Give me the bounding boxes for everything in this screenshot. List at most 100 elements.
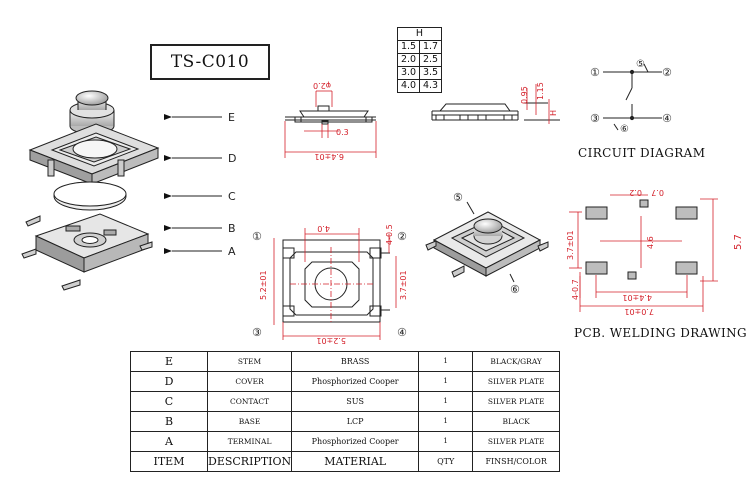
bom-qty: 1 xyxy=(418,391,474,412)
circuit-pin-1: ① xyxy=(590,66,600,79)
label-part-b: B xyxy=(228,222,236,235)
bom-material: BRASS xyxy=(291,351,420,372)
bom-item: B xyxy=(130,411,208,432)
bom-row: E STEM BRASS 1 BLACK/GRAY xyxy=(130,351,561,372)
label-part-a: A xyxy=(228,245,236,258)
bom-description: COVER xyxy=(206,371,293,392)
cell: 4.3 xyxy=(419,79,442,93)
circuit-diagram xyxy=(603,63,662,131)
dim-end-b: 1.15 xyxy=(536,82,545,100)
dim-top-pad: 4-0.5 xyxy=(385,224,394,245)
circuit-pin-2: ② xyxy=(662,66,672,79)
bom-finish: SILVER PLATE xyxy=(472,371,561,392)
iso-pin-6: ⑥ xyxy=(510,283,520,296)
circuit-pin-6: ⑥ xyxy=(620,124,629,135)
bom-qty: 1 xyxy=(418,411,474,432)
exploded-view xyxy=(21,90,222,291)
pcb-welding-drawing xyxy=(585,199,698,280)
circuit-pin-4: ④ xyxy=(662,112,672,125)
bom-qty: 1 xyxy=(418,431,474,452)
bom-material: Phosphorized Cooper xyxy=(291,371,420,392)
bom-finish: SILVER PLATE xyxy=(472,391,561,412)
bom-header-item: ITEM xyxy=(130,451,208,472)
dim-end-a: 0.95 xyxy=(520,86,529,104)
label-part-d: D xyxy=(228,152,236,165)
bom-header-qty: QTY xyxy=(418,451,474,472)
bom-description: CONTACT xyxy=(206,391,293,412)
circuit-pin-5: ⑤ xyxy=(636,59,645,70)
end-view xyxy=(431,102,560,121)
dim-end-h: H xyxy=(549,110,558,116)
circuit-diagram-caption: CIRCUIT DIAGRAM xyxy=(578,146,706,160)
dim-top-left: 5.2±01 xyxy=(259,270,268,300)
bom-qty: 1 xyxy=(418,351,474,372)
label-part-e: E xyxy=(228,111,235,124)
bom-item: A xyxy=(130,431,208,452)
dim-side-pin: 0.3 xyxy=(336,128,349,137)
cell: 2.5 xyxy=(419,53,442,67)
part-a-terminal xyxy=(21,215,153,291)
top-view-pin-4: ④ xyxy=(397,326,407,339)
bom-row: B BASE LCP 1 BLACK xyxy=(130,411,561,432)
bom-row: D COVER Phosphorized Cooper 1 SILVER PLA… xyxy=(130,371,561,392)
bom-header-material: MATERIAL xyxy=(291,451,420,472)
dim-top-width: 4.0 xyxy=(317,224,330,233)
part-c-contact xyxy=(53,181,127,211)
bom-item: D xyxy=(130,371,208,392)
bom-material: SUS xyxy=(291,391,420,412)
label-part-c: C xyxy=(228,190,236,203)
bom-header-finish: FINSH/COLOR xyxy=(472,451,561,472)
bom-material: Phosphorized Cooper xyxy=(291,431,420,452)
side-view xyxy=(285,105,376,125)
part-b-base xyxy=(34,213,150,273)
part-number-title: TS-C010 xyxy=(150,44,270,80)
dim-pcb-bottom1: 4.4±01 xyxy=(622,293,652,302)
dim-pcb-left-bottom: 4-0.7 xyxy=(571,279,580,300)
bom-finish: SILVER PLATE xyxy=(472,431,561,452)
bom-finish: BLACK xyxy=(472,411,561,432)
circuit-pin-3: ③ xyxy=(590,112,600,125)
bom-item: C xyxy=(130,391,208,412)
bom-material: LCP xyxy=(291,411,420,432)
iso-pin-5: ⑤ xyxy=(453,191,463,204)
bom-finish: BLACK/GRAY xyxy=(472,351,561,372)
bill-of-materials: E STEM BRASS 1 BLACK/GRAY D COVER Phosph… xyxy=(130,351,561,472)
bom-header-row: ITEM DESCRIPTION MATERIAL QTY FINSH/COLO… xyxy=(130,451,561,472)
bom-row: C CONTACT SUS 1 SILVER PLATE xyxy=(130,391,561,412)
pcb-dims xyxy=(569,194,718,312)
technical-drawing: E D C B A φ2.0 0.3 6.4±0 xyxy=(21,59,744,345)
part-e-stem xyxy=(69,90,115,135)
bom-header-description: DESCRIPTION xyxy=(206,451,293,472)
bom-description: TERMINAL xyxy=(206,431,293,452)
top-view-pin-3: ③ xyxy=(252,326,262,339)
end-view-dims xyxy=(526,84,550,124)
dim-pcb-left: 3.7±01 xyxy=(566,230,575,260)
bom-description: BASE xyxy=(206,411,293,432)
bom-row: A TERMINAL Phosphorized Cooper 1 SILVER … xyxy=(130,431,561,452)
side-view-dims xyxy=(284,90,377,158)
top-view-pin-1: ① xyxy=(252,230,262,243)
top-view-pin-2: ② xyxy=(397,230,407,243)
dim-pcb-bottom2: 7.0±01 xyxy=(624,307,654,316)
bom-qty: 1 xyxy=(418,371,474,392)
top-view-dims xyxy=(273,228,397,340)
dim-side-top: φ2.0 xyxy=(313,81,331,90)
dim-pcb-right: 5.7 xyxy=(733,234,744,250)
isometric-view xyxy=(425,201,549,283)
dim-side-width: 6.4±01 xyxy=(314,152,344,161)
top-view xyxy=(282,239,390,323)
bom-description: STEM xyxy=(206,351,293,372)
dim-top-bottom: 5.2±01 xyxy=(316,336,346,345)
bom-item: E xyxy=(130,351,208,372)
dim-pcb-top: 0.7 xyxy=(651,188,664,197)
pcb-drawing-caption: PCB. WELDING DRAWING xyxy=(574,326,748,340)
dim-pcb-lead: 0.2 xyxy=(629,188,642,197)
part-d-cover xyxy=(28,123,160,185)
dim-pcb-center: 4.6 xyxy=(646,236,655,249)
dim-top-right: 3.7±01 xyxy=(399,270,408,300)
